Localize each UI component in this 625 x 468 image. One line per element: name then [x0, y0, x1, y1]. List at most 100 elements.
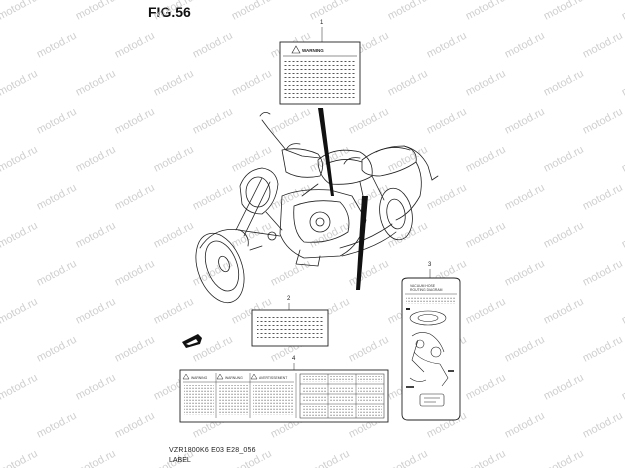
watermark-text: motod.ru [113, 334, 157, 365]
watermark-text: motod.ru [347, 182, 391, 213]
watermark-text: motod.ru [347, 334, 391, 365]
watermark-text: motod.ru [581, 106, 625, 137]
watermark-text: motod.ru [464, 0, 508, 23]
watermark-text: motod.ru [0, 448, 40, 468]
watermark-text: motod.ru [542, 144, 586, 175]
watermark-text: motod.ru [35, 30, 79, 61]
figure-code: VZR1800K6 E03 E28_056 [169, 447, 256, 454]
pointer-label-2 [356, 196, 368, 290]
motorcycle-illustration [195, 112, 439, 304]
label-4-heading-c: AVERTISSEMENT [259, 376, 287, 380]
watermark-text: motod.ru [230, 220, 274, 251]
watermark-text: motod.ru [503, 334, 547, 365]
watermark-text: motod.ru [386, 0, 430, 23]
watermark-text: motod.ru [0, 106, 1, 137]
watermark-text: motod.ru [620, 144, 625, 175]
callout-2: 2 [287, 296, 291, 302]
watermark-text: motod.ru [425, 106, 469, 137]
watermark-text: motod.ru [35, 410, 79, 441]
vacuum-hose-label-3: VACUUM HOSE ROUTING DIAGRAM [401, 277, 461, 421]
watermark-text: motod.ru [0, 258, 1, 289]
watermark-text: motod.ru [230, 144, 274, 175]
watermark-text: motod.ru [0, 68, 40, 99]
watermark-text: motod.ru [542, 68, 586, 99]
callout-1: 1 [320, 20, 324, 26]
watermark-text: motod.ru [581, 334, 625, 365]
watermark-text: motod.ru [620, 296, 625, 327]
warning-label-1: WARNING [279, 41, 361, 105]
callout-3: 3 [428, 262, 432, 268]
watermark-text: motod.ru [0, 30, 1, 61]
watermark-text: motod.ru [620, 448, 625, 468]
watermark-text: motod.ru [74, 372, 118, 403]
watermark-text: motod.ru [35, 258, 79, 289]
watermark-text: motod.ru [113, 30, 157, 61]
watermark-text: motod.ru [386, 144, 430, 175]
watermark-text: motod.ru [74, 448, 118, 468]
watermark-text: motod.ru [0, 296, 40, 327]
watermark-text: motod.ru [113, 410, 157, 441]
watermark-text: motod.ru [74, 296, 118, 327]
watermark-text: motod.ru [542, 220, 586, 251]
watermark-text: motod.ru [191, 106, 235, 137]
watermark-text: motod.ru [113, 106, 157, 137]
watermark-text: motod.ru [230, 68, 274, 99]
warning-label-2 [251, 309, 329, 347]
watermark-text: motod.ru [0, 0, 40, 23]
watermark-text: motod.ru [425, 182, 469, 213]
watermark-text: motod.ru [542, 448, 586, 468]
watermark-text: motod.ru [347, 106, 391, 137]
watermark-text: motod.ru [386, 448, 430, 468]
watermark-text: motod.ru [581, 182, 625, 213]
watermark-text: motod.ru [425, 30, 469, 61]
watermark-text: motod.ru [308, 0, 352, 23]
callout-4: 4 [292, 356, 296, 362]
watermark-text: motod.ru [464, 68, 508, 99]
label-3-heading-1: VACUUM HOSE [410, 284, 436, 288]
watermark-text: motod.ru [35, 334, 79, 365]
watermark-text: motod.ru [113, 182, 157, 213]
watermark-text: motod.ru [113, 258, 157, 289]
watermark-text: motod.ru [0, 372, 40, 403]
label-1-heading: WARNING [302, 48, 324, 53]
figure-caption: LABEL [169, 457, 191, 464]
watermark-text: motod.ru [464, 220, 508, 251]
watermark-text: motod.ru [152, 220, 196, 251]
watermark-text: motod.ru [74, 0, 118, 23]
watermark-text: motod.ru [152, 144, 196, 175]
watermark-text: motod.ru [542, 372, 586, 403]
watermark-text: motod.ru [35, 182, 79, 213]
pointer-label-1 [318, 108, 334, 196]
watermark-text: motod.ru [620, 372, 625, 403]
label-3-heading-2: ROUTING DIAGRAM [410, 288, 443, 292]
label-4-heading-a: WARNING [191, 376, 208, 380]
watermark-text: motod.ru [581, 258, 625, 289]
watermark-text: motod.ru [74, 68, 118, 99]
watermark-text: motod.ru [308, 448, 352, 468]
watermark-text: motod.ru [0, 334, 1, 365]
watermark-text: motod.ru [503, 258, 547, 289]
watermark-text: motod.ru [269, 106, 313, 137]
watermark-text: motod.ru [581, 30, 625, 61]
watermark-text: motod.ru [191, 258, 235, 289]
watermark-text: motod.ru [464, 372, 508, 403]
watermark-text: motod.ru [269, 258, 313, 289]
watermark-text: motod.ru [152, 296, 196, 327]
watermark-text: motod.ru [347, 258, 391, 289]
watermark-text: motod.ru [0, 182, 1, 213]
figure-title: FIG.56 [148, 4, 191, 20]
watermark-text: motod.ru [152, 0, 196, 23]
watermark-text: motod.ru [620, 0, 625, 23]
watermark-text: motod.ru [152, 68, 196, 99]
watermark-text: motod.ru [0, 220, 40, 251]
watermark-text: motod.ru [503, 182, 547, 213]
watermark-text: motod.ru [503, 106, 547, 137]
watermark-text: motod.ru [230, 0, 274, 23]
label-4-heading-b: WARNUNG [225, 376, 243, 380]
watermark-text: motod.ru [35, 106, 79, 137]
warning-label-4: WARNING WARNUNG AVERTISSEMENT [179, 369, 389, 423]
watermark-text: motod.ru [581, 410, 625, 441]
watermark-text: motod.ru [464, 144, 508, 175]
watermark-text: motod.ru [74, 220, 118, 251]
watermark-text: motod.ru [503, 410, 547, 441]
